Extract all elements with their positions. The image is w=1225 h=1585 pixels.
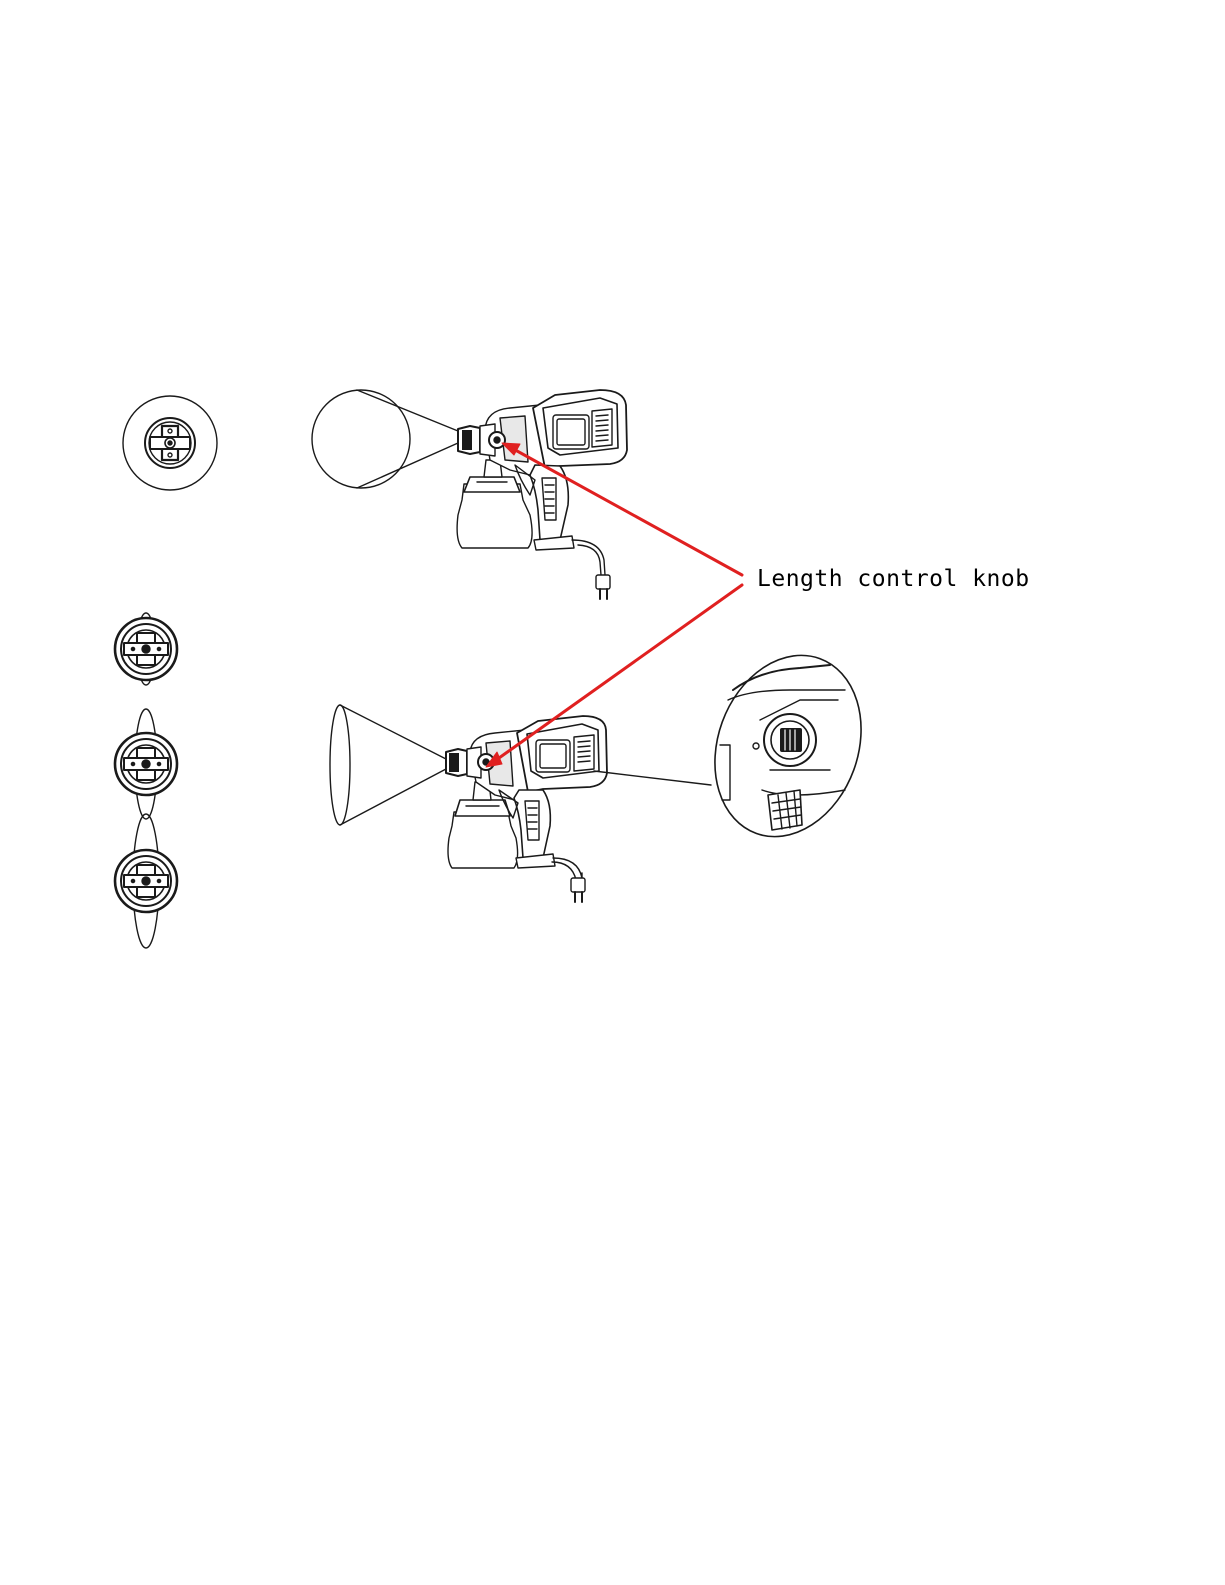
nozzle-view-fan-small [115,613,177,685]
callout-arrows [486,443,742,767]
nozzle-view-round [123,396,217,490]
spray-gun-fan-pattern [330,705,607,902]
spray-gun-round-pattern [312,390,627,599]
nozzle-view-fan-medium [115,709,177,819]
knob-detail-magnified [594,635,886,858]
power-cord-2 [552,858,585,902]
arrow-to-lower-knob [492,585,742,763]
power-cord [572,540,610,599]
vent-grille [768,790,802,830]
spray-cone-round [312,390,458,488]
spray-cone-fan [330,705,446,825]
length-control-knob-label: Length control knob [757,566,1030,592]
nozzle-view-fan-large [115,814,177,948]
